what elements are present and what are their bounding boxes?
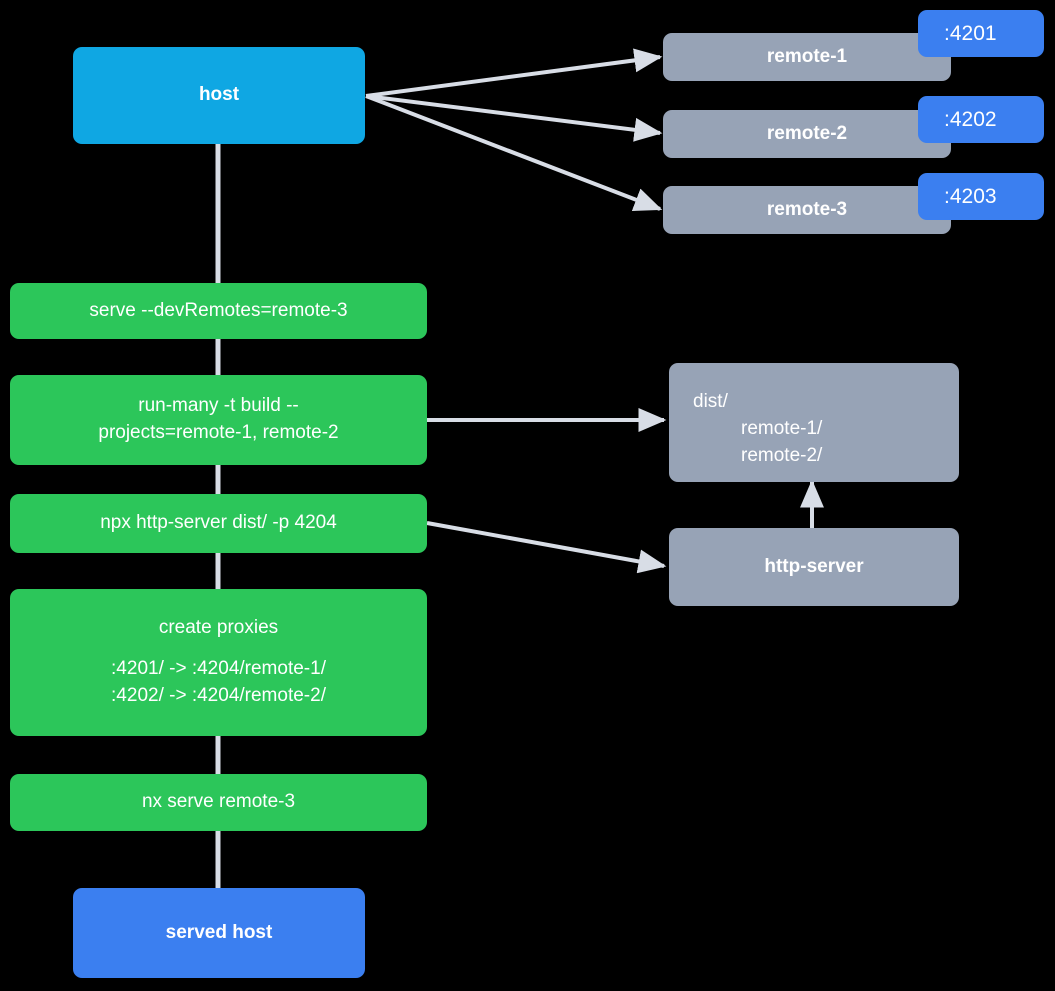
- node-remote-1-label: remote-1: [766, 45, 848, 67]
- edge-host-to-remote-3: [365, 94, 663, 212]
- edge-host-to-remote-1: [365, 48, 663, 98]
- node-remote-3[interactable]: remote-3: [663, 186, 951, 234]
- node-remote-1[interactable]: remote-1: [663, 33, 951, 81]
- node-http-server[interactable]: http-server: [669, 528, 959, 606]
- node-command-create-proxies-detail-2: :4202/ -> :4204/remote-2/: [111, 684, 326, 706]
- node-remote-2[interactable]: remote-2: [663, 110, 951, 158]
- node-command-nx-serve-remote-3[interactable]: nx serve remote-3: [10, 774, 427, 831]
- node-served-host-label: served host: [165, 921, 273, 943]
- badge-port-remote-1[interactable]: :4201: [918, 10, 1044, 57]
- node-remote-3-label: remote-3: [766, 198, 848, 220]
- node-dist-folder-line-2: remote-1/: [741, 418, 823, 440]
- node-remote-2-label: remote-2: [766, 122, 848, 144]
- badge-port-remote-3-label: :4203: [944, 184, 997, 208]
- edge-host-to-remote-2: [365, 94, 663, 142]
- node-command-create-proxies-label: create proxies: [158, 617, 279, 639]
- badge-port-remote-2-label: :4202: [944, 107, 997, 131]
- node-http-server-label: http-server: [764, 555, 864, 577]
- badge-port-remote-3[interactable]: :4203: [918, 173, 1044, 220]
- node-command-npx-http-server-label: npx http-server dist/ -p 4204: [100, 512, 337, 534]
- node-command-serve-devremotes-label: serve --devRemotes=remote-3: [89, 299, 348, 321]
- node-command-run-many-build-label: run-many -t build -- projects=remote-1, …: [98, 395, 339, 443]
- node-host[interactable]: host: [73, 47, 365, 144]
- badge-port-remote-1-label: :4201: [944, 21, 997, 45]
- node-command-create-proxies-detail-1: :4201/ -> :4204/remote-1/: [111, 658, 326, 680]
- node-command-npx-http-server[interactable]: npx http-server dist/ -p 4204: [10, 494, 427, 553]
- node-command-run-many-build[interactable]: run-many -t build -- projects=remote-1, …: [10, 375, 427, 465]
- badge-port-remote-2[interactable]: :4202: [918, 96, 1044, 143]
- node-host-label: host: [198, 84, 240, 106]
- node-dist-folder-line-3: remote-2/: [741, 444, 823, 466]
- node-dist-folder-line-1: dist/: [693, 391, 728, 413]
- node-command-serve-devremotes[interactable]: serve --devRemotes=remote-3: [10, 283, 427, 339]
- node-dist-folder[interactable]: dist/ remote-1/ remote-2/: [669, 363, 959, 482]
- edge-npx-http-server-to-http-server: [426, 521, 667, 574]
- node-command-nx-serve-remote-3-label: nx serve remote-3: [141, 791, 296, 813]
- node-served-host[interactable]: served host: [73, 888, 365, 978]
- node-command-create-proxies[interactable]: create proxies :4201/ -> :4204/remote-1/…: [10, 589, 427, 736]
